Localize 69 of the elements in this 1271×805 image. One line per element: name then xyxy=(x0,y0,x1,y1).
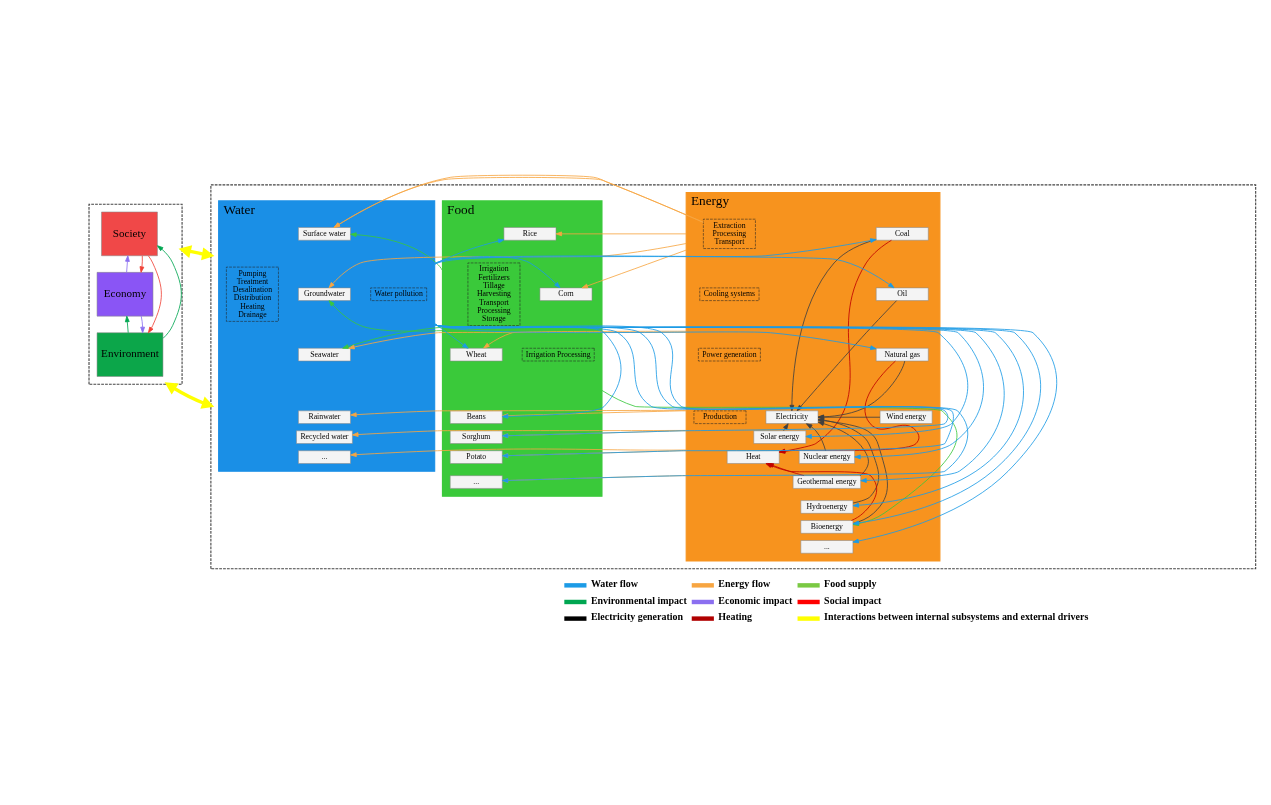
node-box: Solar energy xyxy=(753,430,807,444)
node-box: Irrigation Processing xyxy=(521,347,595,361)
legend-label: Electricity generation xyxy=(590,610,684,622)
arrow xyxy=(139,254,145,273)
arrow xyxy=(806,422,826,451)
arrow xyxy=(147,255,162,333)
arrow xyxy=(140,315,145,333)
node-box: Hydroenergy xyxy=(800,499,854,514)
node-box: Corn xyxy=(539,287,593,301)
legend-label: Social impact xyxy=(824,594,882,606)
arrow xyxy=(434,255,895,288)
arrow xyxy=(434,238,505,265)
node-box: ... xyxy=(298,449,351,464)
node-box: Economy xyxy=(96,271,154,316)
node-box: Wheat xyxy=(449,347,503,361)
node-box: Surface water xyxy=(298,226,351,240)
node-box: Potato xyxy=(449,449,503,464)
cluster xyxy=(210,183,1257,569)
node-box: Electricity xyxy=(765,410,819,424)
node-box: Pumping Treatment Desalination Distribution Heating Drainage xyxy=(226,266,279,322)
arrow xyxy=(350,231,443,271)
node-box: Geothermal energy xyxy=(792,474,861,489)
legend-label: Economic impact xyxy=(718,594,793,606)
node-box: Power generation xyxy=(698,347,761,361)
node-box: Production xyxy=(693,410,747,424)
node-box: Seawater xyxy=(298,347,351,361)
legend-label: Interactions between internal subsystems and external drivers xyxy=(824,610,1089,622)
node-box: Bioenergy xyxy=(800,519,854,534)
arrow xyxy=(817,420,869,476)
arrow xyxy=(342,326,443,349)
legend-label: Environmental impact xyxy=(590,594,687,606)
node-box: ... xyxy=(800,539,854,553)
arrow xyxy=(434,237,877,264)
node-box: Coal xyxy=(875,226,929,240)
arrow xyxy=(164,381,215,409)
arrow xyxy=(434,323,877,350)
arrow xyxy=(125,254,130,273)
node-box: Water pollution xyxy=(370,287,427,301)
node-box: Society xyxy=(101,211,158,256)
node-box: Recycled water xyxy=(296,430,353,444)
arrow xyxy=(601,389,958,526)
node-box: Wind energy xyxy=(879,410,933,424)
legend-label: Food supply xyxy=(824,577,877,589)
arrow xyxy=(783,422,789,431)
arrow xyxy=(157,244,182,339)
arrow xyxy=(434,322,469,349)
node-box: Irrigation Fertilizers Tillage Harvesting Transport Processing Storage xyxy=(467,262,521,326)
node-box: Natural gas xyxy=(875,347,929,361)
node-box: Nuclear energy xyxy=(798,449,855,464)
node-box: Extraction Processing Transport xyxy=(703,218,756,249)
arrow xyxy=(178,244,215,260)
node-box: Cooling systems xyxy=(699,287,760,301)
node-box: Beans xyxy=(449,410,503,424)
node-box: Groundwater xyxy=(298,287,351,301)
legend-label: Energy flow xyxy=(718,577,771,589)
node-box: Environment xyxy=(96,331,164,377)
node-box: Sorghum xyxy=(449,430,503,444)
node-box: Rice xyxy=(503,226,557,240)
arrow xyxy=(124,315,130,333)
node-box: Oil xyxy=(875,287,929,301)
node-box: Rainwater xyxy=(298,410,351,424)
legend-label: Water flow xyxy=(590,577,639,589)
node-box: ... xyxy=(449,474,503,489)
node-box: Heat xyxy=(726,449,780,464)
arrow xyxy=(328,299,443,332)
arrow xyxy=(581,249,687,288)
arrow xyxy=(555,231,687,236)
arrow xyxy=(333,174,704,228)
legend-label: Heating xyxy=(718,610,753,622)
